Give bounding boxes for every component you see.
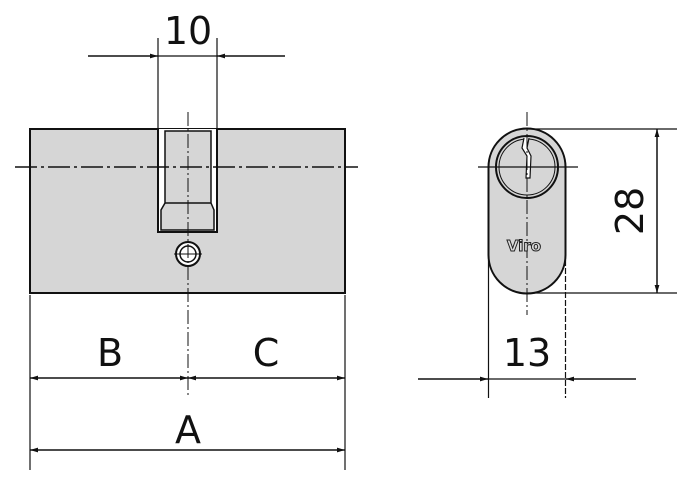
side-view — [418, 112, 677, 398]
height-label: 28 — [608, 187, 652, 235]
keyway-icon — [521, 137, 532, 179]
total-length-label: A — [175, 408, 201, 452]
right-length-label: C — [253, 331, 280, 375]
width-label: 13 — [503, 331, 551, 375]
left-length-label: B — [97, 331, 123, 375]
slot-width-label: 10 — [164, 9, 212, 53]
front-view — [15, 38, 358, 470]
brand-logo: Viro — [507, 237, 541, 255]
